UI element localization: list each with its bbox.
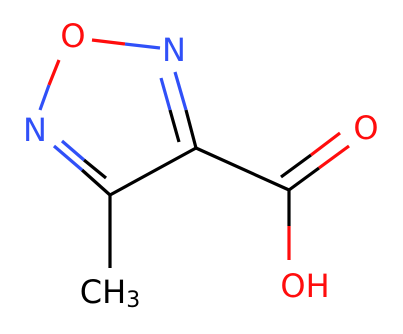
- bonds: [38, 38, 350, 268]
- methyl-ch-label: CH: [80, 273, 126, 311]
- bond-c4-n5-inner-c-half: [82, 158, 108, 180]
- bond-n2-c3-outer-c-half: [184, 109, 198, 149]
- bond-n2-c3-inner-c-half: [168, 109, 181, 143]
- bond-c4-n5-outer-n-half: [52, 144, 84, 172]
- atom-ring-nitrogen-left: N: [23, 111, 47, 149]
- atom-carbonyl-oxygen: O: [353, 109, 378, 147]
- bond-n5-o1-o-half: [47, 59, 61, 86]
- atom-labels: O N N O OH CH3: [23, 17, 379, 313]
- methyl-subscript-3: 3: [126, 288, 140, 313]
- bond-carboxyl-co-inner-c-half: [280, 153, 312, 179]
- bond-n2-c3-inner-n-half: [159, 77, 172, 111]
- bond-n2-c3-outer-n-half: [173, 71, 188, 111]
- bond-c3-c4: [109, 146, 197, 197]
- bond-carboxyl-co-outer-c-half: [288, 166, 320, 192]
- bond-carboxyl-co-inner-o-half: [310, 131, 341, 157]
- bond-n5-o1-n-half: [38, 84, 51, 111]
- atom-methyl-group: CH3: [80, 273, 140, 313]
- atom-ring-oxygen: O: [60, 17, 85, 55]
- bond-c4-n5-outer-c-half: [80, 168, 112, 197]
- bond-c4-n5-inner-n-half: [60, 139, 86, 162]
- bond-o1-n2-n-half: [124, 42, 161, 50]
- bond-c3-carboxyl-carbon: [195, 146, 290, 192]
- atom-ring-nitrogen-top: N: [162, 31, 186, 69]
- atom-hydroxyl-group: OH: [280, 267, 329, 305]
- bond-o1-n2-o-half: [91, 38, 126, 46]
- bond-carboxyl-co-outer-o-half: [318, 144, 350, 170]
